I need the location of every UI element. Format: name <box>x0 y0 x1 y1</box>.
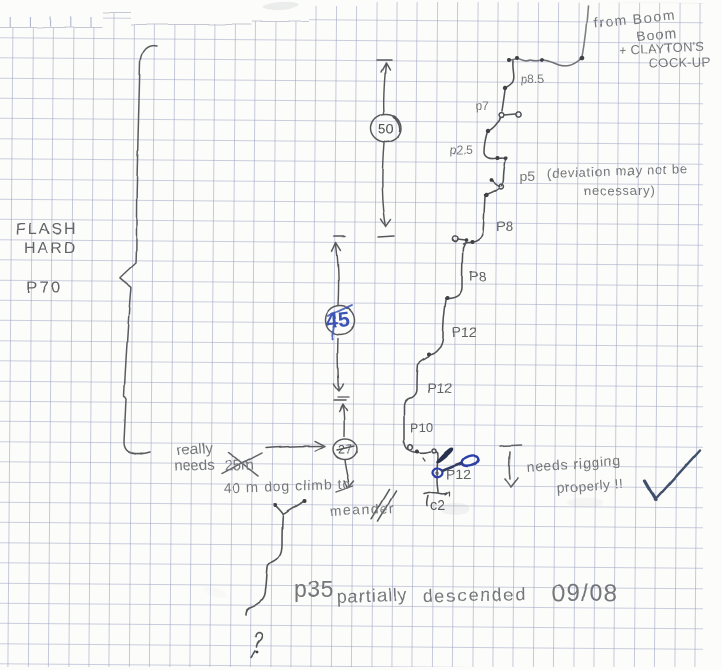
svg-text:meander: meander <box>329 500 396 519</box>
svg-text:P12: P12 <box>427 380 452 396</box>
svg-text:p35: p35 <box>294 576 334 602</box>
svg-text:+ CLAYTON'S: + CLAYTON'S <box>618 39 705 58</box>
svg-text:partially: partially <box>336 585 408 607</box>
svg-text:09/08: 09/08 <box>552 580 618 607</box>
svg-text:needs: needs <box>174 457 215 475</box>
svg-text:Boom: Boom <box>636 25 678 44</box>
svg-text:properly !!: properly !! <box>556 475 624 496</box>
svg-text:needs rigging: needs rigging <box>526 452 621 475</box>
svg-text:p5: p5 <box>520 168 536 184</box>
svg-text:P10: P10 <box>410 420 433 435</box>
svg-text:40 m dog climb to: 40 m dog climb to <box>224 476 352 496</box>
svg-text:p2.5: p2.5 <box>450 143 474 157</box>
svg-text:necessary): necessary) <box>584 183 656 198</box>
svg-text:27: 27 <box>338 443 352 457</box>
svg-text:FLASH: FLASH <box>16 221 78 238</box>
svg-text:COCK-UP: COCK-UP <box>649 54 712 71</box>
svg-text:P12: P12 <box>446 466 471 482</box>
svg-text:P8: P8 <box>469 268 486 284</box>
svg-text:p8.5: p8.5 <box>521 72 545 86</box>
svg-text:HARD: HARD <box>24 240 77 257</box>
svg-text:P12: P12 <box>452 324 477 340</box>
svg-text:p7: p7 <box>476 99 490 113</box>
svg-text:really: really <box>176 439 213 458</box>
svg-text:P8: P8 <box>496 218 513 234</box>
svg-text:P70: P70 <box>26 278 62 297</box>
svg-text:25m: 25m <box>224 456 254 475</box>
svg-text:(deviation may not be: (deviation may not be <box>547 161 689 181</box>
svg-text:descended: descended <box>423 584 528 606</box>
svg-text:50: 50 <box>378 122 394 138</box>
